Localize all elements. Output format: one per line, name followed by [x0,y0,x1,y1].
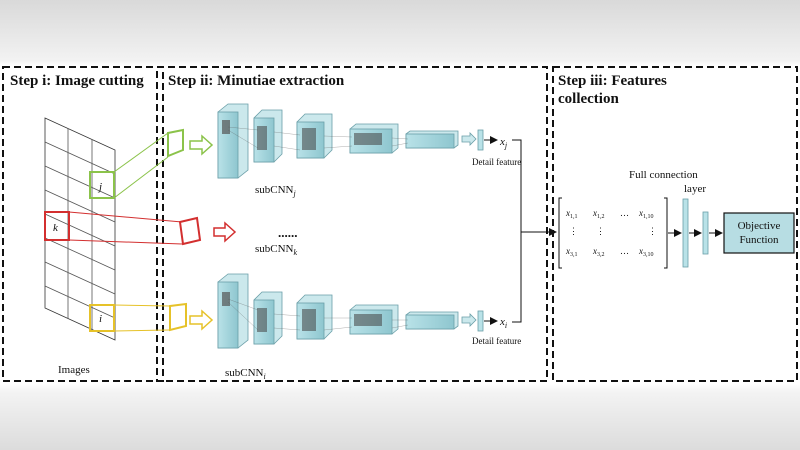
fc-layer-2 [702,211,709,255]
step1-box [2,66,164,382]
crop-j [167,128,184,158]
matrix-vdots-1: ⋮ [569,226,578,236]
subcnn-i-label: subCNNi [225,367,266,381]
feature-j-var: xj [499,136,508,150]
images-label: Images [58,364,90,376]
subcnn-k-label: subCNNk [255,243,298,257]
matrix-hdots-3: … [620,246,629,256]
patch-j-letter: j [97,181,102,193]
step3-title-line2: collection [558,91,619,107]
feature-i-var: xi [499,316,507,330]
step1-title: Step i: Image cutting [10,73,144,89]
hollow-arrow-k [213,221,237,243]
step3-title-line1: Step iii: Features [558,73,667,89]
patch-k-letter: k [53,222,59,234]
projection-lines-k [68,211,183,245]
objective-line2: Function [739,234,779,246]
feature-i-label: Detail feature [472,336,521,346]
matrix-x11: x1,1 [565,208,578,220]
matrix-x31: x3,1 [565,246,578,258]
step2-title: Step ii: Minutiae extraction [168,73,345,89]
image-grid [44,117,116,341]
feature-matrix: x1,1 x1,2 … x1,10 ⋮ ⋮ ⋮ x3,1 x3,2 … x3,1… [558,197,668,269]
objective-line1: Objective [738,220,781,232]
matrix-x3-10: x3,10 [638,246,654,258]
matrix-vdots-2: ⋮ [596,226,605,236]
hollow-arrow-i [189,309,214,331]
matrix-vdots-3: ⋮ [648,226,657,236]
patch-j [89,171,115,199]
patch-i-letter: i [99,313,102,325]
subcnn-j-label: subCNNj [255,184,297,198]
matrix-x32: x3,2 [592,246,605,258]
matrix-x1-10: x1,10 [638,208,654,220]
projection-lines-j [113,132,169,199]
hollow-arrow-j [189,134,214,156]
merge-connector [512,139,557,323]
ellipsis-k: ...... [278,225,298,240]
full-connection-line1: Full connection [629,169,698,181]
matrix-hdots-1: … [620,208,629,218]
objective-box [723,212,795,254]
full-connection-line2: layer [684,183,706,195]
feature-j-label: Detail feature [472,157,521,167]
crop-i [169,302,187,332]
patch-i [89,304,115,332]
matrix-x12: x1,2 [592,208,605,220]
subcnn-i-layers [217,273,484,349]
subcnn-j-layers [217,103,484,179]
projection-lines-i [113,304,171,332]
step3-box [552,66,798,382]
fc-layer-1 [682,198,689,268]
crop-k [178,216,202,246]
patch-k [44,211,70,241]
